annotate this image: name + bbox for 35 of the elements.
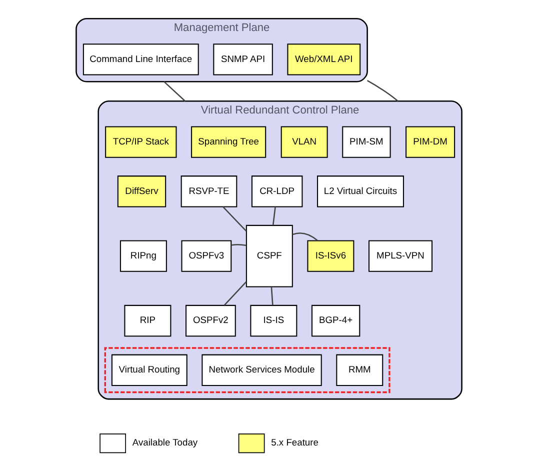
connector [164, 81, 186, 102]
node-box: L2 Virtual Circuits [317, 176, 404, 208]
node-box: CR-LDP [251, 176, 303, 208]
node-box: DiffServ [117, 176, 166, 208]
node-box: IS-ISv6 [307, 240, 354, 272]
legend-label: 5.x Feature [271, 438, 318, 448]
node-box: RIPng [120, 240, 167, 272]
node-box: PIM-SM [342, 126, 391, 158]
node-box: Command Line Interface [82, 44, 199, 76]
node-box: Network Services Module [202, 354, 322, 386]
node-box: BGP-4+ [311, 304, 360, 337]
node-box: SNMP API [213, 44, 273, 76]
connector [367, 80, 398, 102]
node-box: Spanning Tree [191, 126, 266, 158]
node-box: TCP/IP Stack [105, 126, 177, 158]
connector [272, 206, 276, 226]
connector [222, 206, 247, 232]
node-box: OSPFv3 [181, 240, 232, 272]
node-box: RSVP-TE [180, 176, 238, 208]
node-box: PIM-DM [406, 126, 456, 158]
node-box: CSPF [246, 224, 293, 288]
node-box: OSPFv2 [186, 304, 236, 337]
cluster [104, 347, 390, 394]
connector [224, 281, 247, 306]
connector [231, 244, 246, 246]
node-box: Virtual Routing [111, 354, 188, 386]
node-box: RIP [124, 304, 172, 337]
node-box: Web/XML API [287, 44, 361, 76]
node-box: IS-IS [250, 304, 298, 337]
connector [292, 232, 318, 242]
node-box: VLAN [280, 126, 328, 158]
node-box: RMM [336, 354, 384, 386]
connector [270, 286, 274, 306]
node-box: MPLS-VPN [368, 240, 432, 272]
legend-label: Available Today [132, 438, 198, 448]
